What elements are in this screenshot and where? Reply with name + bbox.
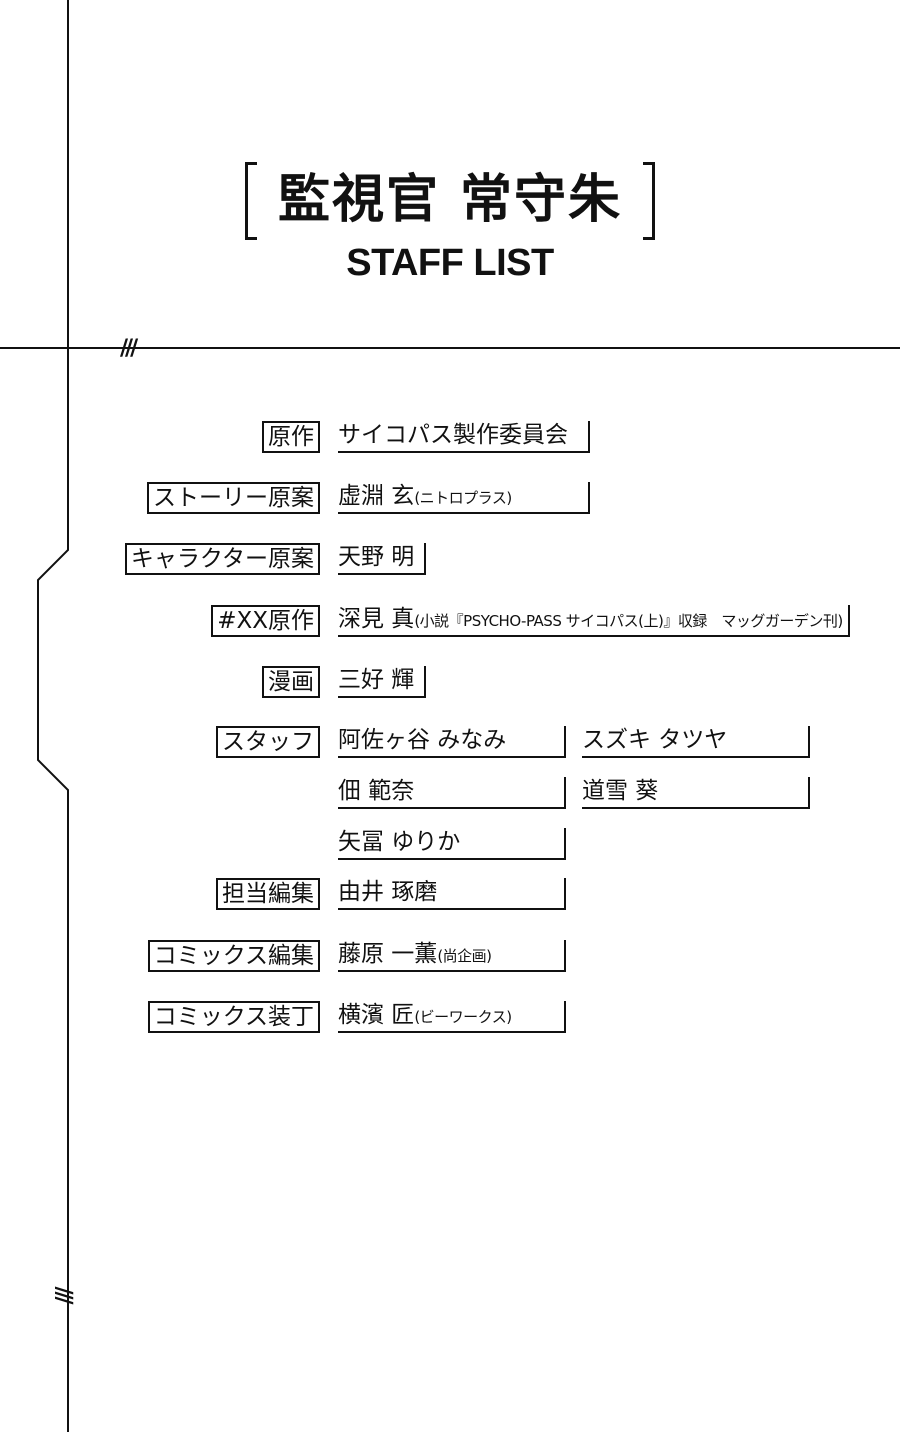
role-label-editor: 担当編集	[216, 878, 320, 910]
slash-mark-bottom: ///	[52, 1289, 78, 1305]
credit-name-staff-1: 阿佐ヶ谷 みなみ	[338, 726, 566, 758]
credit-name: 道雪 葵	[582, 778, 659, 804]
credit-name: サイコパス製作委員会	[338, 422, 568, 448]
credit-name: 矢冨 ゆりか	[338, 829, 461, 855]
credit-name-manga: 三好 輝	[338, 666, 426, 698]
credit-name-original-work: サイコパス製作委員会	[338, 421, 590, 453]
page-subtitle: STAFF LIST	[346, 242, 554, 284]
role-label-comics-editing: コミックス編集	[147, 940, 320, 972]
credit-name: 藤原 一薫	[338, 941, 438, 967]
credit-name: 阿佐ヶ谷 みなみ	[338, 727, 507, 753]
frame-vertical-line-top	[67, 0, 69, 540]
role-label-original-work: 原作	[262, 421, 320, 453]
title-block: 監視官 常守朱	[245, 162, 655, 242]
role-label-manga: 漫画	[262, 666, 320, 698]
title-bracket-right	[643, 162, 655, 240]
credit-name-xx-original: 深見 真(小説『PSYCHO-PASS サイコパス(上)』収録 マッグガーデン刊…	[338, 605, 850, 637]
credit-name: スズキ タツヤ	[582, 727, 728, 753]
credit-name-comics-editing: 藤原 一薫(尚企画)	[338, 940, 566, 972]
role-label-story-concept: ストーリー原案	[147, 482, 320, 514]
credit-name: 由井 琢磨	[338, 879, 438, 905]
slash-mark-top: ///	[120, 336, 138, 361]
role-label-staff: スタッフ	[216, 726, 320, 758]
credit-note: (ビーワークス)	[414, 1008, 512, 1026]
credit-name: 虚淵 玄	[338, 483, 415, 509]
credit-name-staff-3: 佃 範奈	[338, 777, 566, 809]
credit-name: 三好 輝	[338, 667, 415, 693]
credit-name-character-concept: 天野 明	[338, 543, 426, 575]
credit-name-staff-4: 道雪 葵	[582, 777, 810, 809]
frame-vertical-line-bottom	[67, 805, 69, 1432]
credit-note: (尚企画)	[437, 947, 492, 965]
credit-name-editor: 由井 琢磨	[338, 878, 566, 910]
frame-horizontal-line	[0, 347, 900, 349]
page-title: 監視官 常守朱	[277, 169, 623, 230]
role-label-xx-original: #XX原作	[211, 605, 320, 637]
credit-name-staff-5: 矢冨 ゆりか	[338, 828, 566, 860]
credit-name: 横濱 匠	[338, 1002, 415, 1028]
credit-name: 深見 真	[338, 606, 415, 632]
credit-name-comics-design: 横濱 匠(ビーワークス)	[338, 1001, 566, 1033]
credit-name: 佃 範奈	[338, 778, 415, 804]
role-label-comics-design: コミックス装丁	[147, 1001, 320, 1033]
credit-name-staff-2: スズキ タツヤ	[582, 726, 810, 758]
title-bracket-left	[245, 162, 257, 240]
credit-name: 天野 明	[338, 544, 415, 570]
frame-bend-line	[37, 540, 69, 810]
role-label-character-concept: キャラクター原案	[124, 543, 320, 575]
credit-note: (小説『PSYCHO-PASS サイコパス(上)』収録 マッグガーデン刊)	[414, 612, 843, 630]
credit-note: (ニトロプラス)	[414, 489, 512, 507]
credit-name-story-concept: 虚淵 玄(ニトロプラス)	[338, 482, 590, 514]
